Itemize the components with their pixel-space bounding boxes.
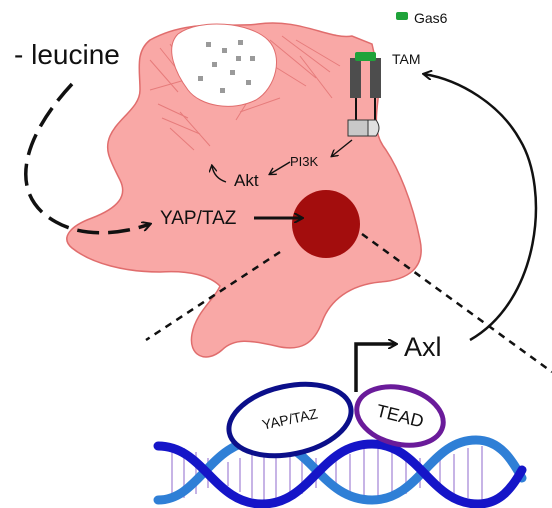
vacuole-granules (198, 40, 255, 93)
leucine-label: - leucine (14, 39, 120, 70)
zoom-line-left (145, 250, 281, 342)
transcription-arrow (354, 344, 396, 392)
akt-label: Akt (234, 171, 259, 190)
dna-strand-front (153, 439, 527, 508)
zoom-line-right (361, 232, 552, 374)
arrow-leucine-to-yap-taz (24, 82, 150, 235)
tam-receptor (347, 52, 381, 137)
pi3k-label: PI3K (290, 154, 319, 169)
yap-taz-label: YAP/TAZ (160, 208, 237, 229)
nucleus (292, 190, 360, 258)
yap-taz-complex: YAP/TAZ (226, 381, 354, 459)
tead-complex: TEAD (354, 384, 446, 448)
axl-label: Axl (404, 332, 442, 362)
gas6-legend-icon (396, 12, 408, 20)
dna-strand-back (153, 435, 527, 505)
cell-body (66, 22, 422, 358)
dna-helix (153, 435, 527, 508)
arrow-axl-to-tam (424, 74, 538, 342)
arrow-tam-to-pi3k (332, 139, 353, 156)
gas6-label: Gas6 (414, 10, 448, 26)
arrow-pi3k-to-akt (270, 161, 291, 174)
tam-label: TAM (392, 51, 421, 67)
arrow-akt-feedback (212, 166, 227, 183)
vacuole (171, 23, 277, 107)
